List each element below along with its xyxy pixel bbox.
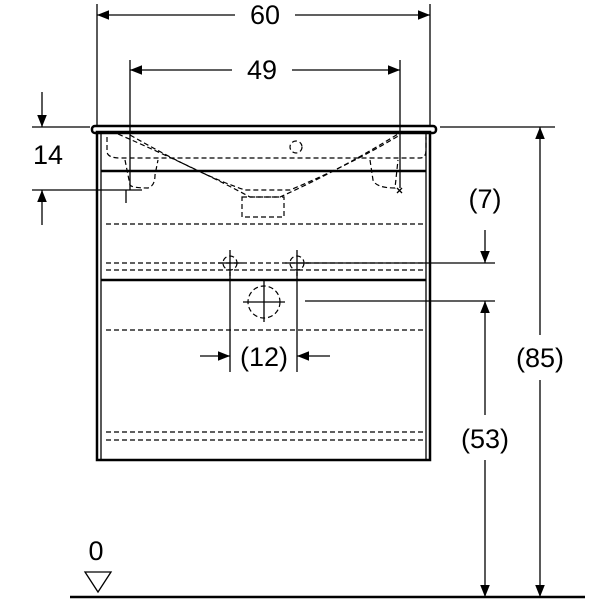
dim-drain-spacing-12: (12) [240,342,288,372]
basin-outline [106,133,427,218]
dim-width-60: 60 [250,0,280,30]
dim-top-14: 14 [33,140,63,170]
floor-level-icon [83,571,113,594]
dim-floor-0: 0 [88,536,103,566]
drain-fittings [218,250,309,322]
dim-height-85: (85) [516,343,564,373]
dim-drain-53: (53) [461,424,509,454]
tap-hole [289,140,303,154]
dim-basin-49: 49 [247,55,277,85]
dim-tap-7: (7) [469,184,502,214]
countertop [90,124,438,135]
